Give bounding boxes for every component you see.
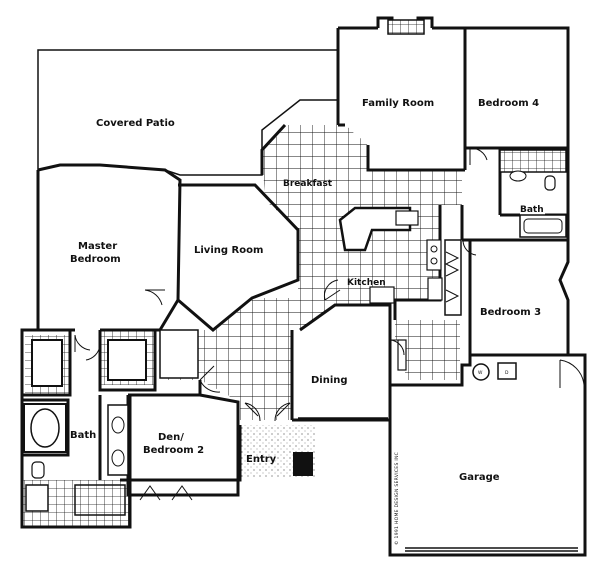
- kitchen-sink: [395, 210, 419, 226]
- den-closet-outline: [159, 329, 199, 379]
- master-closet-shelf: [31, 339, 63, 387]
- door-swing: [462, 239, 478, 256]
- master-toilet: [31, 461, 45, 479]
- master-bedroom-label-line1: Master: [78, 241, 117, 252]
- garden-tub-basin: [30, 408, 60, 448]
- linen-closet: [74, 484, 126, 516]
- family-room-label: Family Room: [362, 98, 434, 109]
- door-swing: [144, 289, 165, 306]
- bath-right-tub-inner: [523, 218, 563, 234]
- kitchen-label: Kitchen: [347, 278, 386, 288]
- door-swing: [74, 334, 91, 352]
- living-room-label: Living Room: [194, 245, 263, 256]
- dryer-label: D: [505, 370, 509, 376]
- den-label-line1: Den/: [158, 432, 184, 443]
- bath-right-label: Bath: [520, 205, 544, 215]
- den-door-swing: [199, 365, 221, 393]
- washer: [472, 363, 490, 381]
- copyright-text: © 1991 HOME DESIGN SERVICES INC: [393, 452, 400, 545]
- dryer: [497, 362, 517, 380]
- bedroom-4-label: Bedroom 4: [478, 98, 539, 109]
- master-bath-walls: [22, 395, 132, 482]
- bath-left-label: Bath: [70, 430, 96, 441]
- range-burner: [430, 257, 438, 265]
- bedroom-4-walls: [465, 146, 568, 217]
- laundry-tile-floor: [395, 320, 460, 380]
- vanity-sink: [111, 449, 125, 467]
- door-swing: [85, 344, 101, 362]
- master-shower: [25, 484, 49, 512]
- entry-label: Entry: [246, 454, 277, 465]
- vanity-sink: [111, 416, 125, 434]
- garage-label: Garage: [459, 472, 500, 483]
- washer-label: W: [478, 370, 483, 376]
- door-swing: [171, 485, 193, 501]
- door-swing: [469, 147, 488, 165]
- fireplace-hearth: [387, 19, 425, 35]
- bath-right-toilet: [544, 175, 556, 191]
- door-swing: [389, 339, 405, 356]
- den-label-line2: Bedroom 2: [143, 445, 204, 456]
- breakfast-bay-wall: [260, 123, 287, 175]
- kitchen-range: [426, 239, 442, 271]
- dining-label: Dining: [311, 375, 348, 386]
- master-bedroom-label-line2: Bedroom: [70, 254, 121, 265]
- bath-right-tub: [519, 214, 567, 238]
- entry-coat-closet: [293, 452, 313, 476]
- bath-right-vanity: [499, 149, 567, 173]
- refrigerator: [427, 277, 443, 301]
- family-room-wall: [338, 123, 465, 172]
- breakfast-tile-floor: [165, 125, 462, 420]
- entry-double-door: [244, 402, 291, 422]
- bedroom-3-closet: [444, 239, 462, 316]
- door-swing: [323, 279, 341, 301]
- living-room-walls: [177, 183, 300, 332]
- closet-bifold: [444, 251, 460, 303]
- breakfast-label: Breakfast: [283, 179, 333, 189]
- garage-side-door: [559, 359, 585, 388]
- dining-walls: [299, 303, 392, 420]
- bedroom-3-label: Bedroom 3: [480, 307, 541, 318]
- door-swing: [139, 485, 161, 501]
- range-burner: [430, 245, 438, 253]
- garage-walls: [388, 353, 587, 557]
- kitchen-island: [338, 206, 412, 252]
- master-closet-shelf: [107, 339, 147, 381]
- kitchen-desk: [369, 286, 395, 304]
- covered-patio-label: Covered Patio: [96, 118, 175, 129]
- bath-right-sink: [509, 170, 527, 182]
